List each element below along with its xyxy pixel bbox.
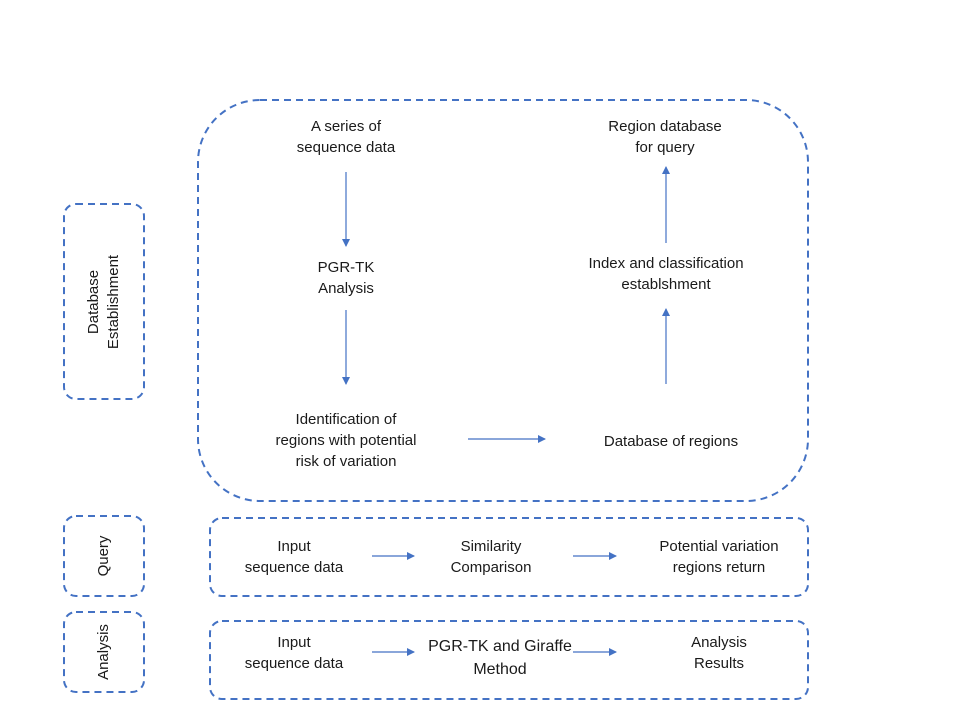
node-text-line: regions with potential	[275, 432, 417, 449]
node-pgrtk-giraffe-method: PGR-TK and Giraffe Method	[414, 635, 586, 681]
node-text-line: regions return	[672, 559, 766, 576]
database-label-box	[63, 203, 145, 400]
database-establishment-label: Database Establishment	[84, 255, 124, 349]
node-text-line: Identification of	[295, 411, 397, 428]
node-text-line: establshment	[621, 276, 711, 293]
node-index-and-classification: Index and classification establshment	[566, 253, 766, 295]
node-text-line: sequence data	[244, 559, 344, 576]
node-text-line: Database of regions	[603, 433, 739, 450]
database-section-box	[197, 99, 809, 502]
node-text-line: sequence data	[244, 655, 344, 672]
database-label-line-1: Database	[85, 269, 102, 335]
node-analysis-input-sequence-data: Input sequence data	[234, 632, 354, 674]
analysis-label-line-1: Analysis	[95, 624, 112, 680]
node-database-of-regions: Database of regions	[571, 431, 771, 452]
query-section-box	[209, 517, 809, 597]
node-text-line: Results	[693, 655, 745, 672]
database-label-line-2: Establishment	[105, 254, 122, 350]
node-text-line: Analysis	[318, 280, 374, 297]
node-text-line: A series of	[310, 118, 382, 135]
node-text-line: Comparison	[450, 559, 532, 576]
node-text-line: Input	[277, 538, 311, 555]
query-label: Query	[94, 536, 114, 577]
analysis-label: Analysis	[94, 624, 114, 680]
node-text-line: PGR-TK	[317, 259, 375, 276]
node-text-line: Method	[473, 661, 527, 678]
node-text-line: Index and classification	[588, 255, 744, 272]
node-query-input-sequence-data: Input sequence data	[234, 536, 354, 578]
node-pgrtk-analysis: PGR-TK Analysis	[266, 257, 426, 299]
node-potential-variation-regions: Potential variation regions return	[634, 536, 804, 578]
node-text-line: for query	[635, 139, 695, 156]
node-text-line: Analysis	[691, 634, 747, 651]
node-text-line: Similarity	[460, 538, 522, 555]
query-label-line-1: Query	[95, 535, 112, 577]
node-text-line: PGR-TK and Giraffe	[428, 638, 572, 655]
node-identification-of-regions: Identification of regions with potential…	[246, 409, 446, 472]
node-region-database-for-query: Region database for query	[565, 116, 765, 158]
node-text-line: sequence data	[296, 139, 396, 156]
node-text-line: Region database	[608, 118, 722, 135]
analysis-label-box	[63, 611, 145, 693]
node-series-of-sequence-data: A series of sequence data	[266, 116, 426, 158]
node-similarity-comparison: Similarity Comparison	[426, 536, 556, 578]
node-text-line: Potential variation	[659, 538, 779, 555]
analysis-section-box	[209, 620, 809, 700]
node-analysis-results: Analysis Results	[659, 632, 779, 674]
query-label-box	[63, 515, 145, 597]
node-text-line: risk of variation	[295, 453, 397, 470]
node-text-line: Input	[277, 634, 311, 651]
